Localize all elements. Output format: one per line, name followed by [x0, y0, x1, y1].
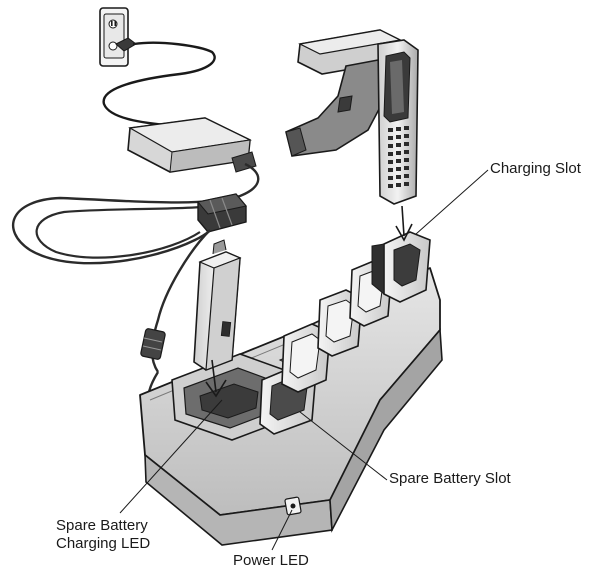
- leader-charging-slot: [415, 169, 489, 235]
- wall-outlet: [99, 7, 129, 67]
- charging-cup-2: [317, 289, 363, 357]
- leader-spare-battery-led: [119, 399, 223, 514]
- keypad: [388, 126, 409, 188]
- inline-connector: [197, 193, 247, 233]
- charging-cups: [281, 231, 431, 393]
- charging-cup-4: [371, 231, 431, 303]
- device-insert-arrow: [395, 205, 413, 242]
- leader-spare-battery-slot: [299, 411, 388, 481]
- spare-battery: [193, 239, 242, 371]
- ac-cord: [102, 41, 216, 128]
- leader-power-led: [271, 509, 293, 551]
- dc-cable-coil: [11, 162, 260, 265]
- callout-power-led: Power LED: [233, 552, 309, 569]
- callout-spare-battery-charging-led: Spare Battery Charging LED: [56, 517, 150, 553]
- mobile-computer: [285, 29, 419, 205]
- dc-barrel-connector: [140, 328, 166, 360]
- power-supply-brick: [127, 117, 257, 173]
- callout-spare-led-line2: Charging LED: [56, 535, 151, 552]
- battery-insert-arrow: [205, 359, 227, 398]
- callout-spare-led-line1: Spare Battery: [56, 517, 148, 534]
- dc-cable-coil-inner: [35, 204, 215, 259]
- callout-spare-battery-slot: Spare Battery Slot: [389, 470, 511, 487]
- callout-charging-slot: Charging Slot: [490, 160, 581, 177]
